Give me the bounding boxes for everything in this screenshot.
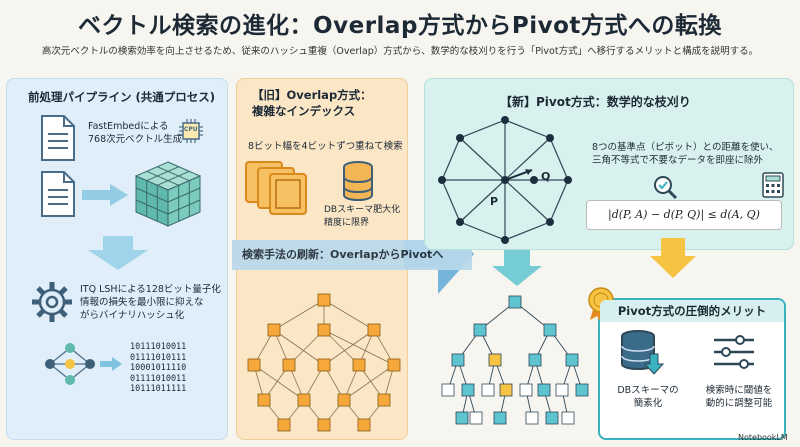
bit-row: 01111010011: [130, 373, 187, 384]
triangle-inequality-formula: |d(P, A) − d(P, Q)| ≤ d(A, Q): [586, 200, 782, 230]
itq-label: ITQ LSHによる128ビット量子化 情報の損失を最小限に抑えな がらバイナリ…: [80, 284, 221, 321]
magnifier-check-icon: [654, 176, 678, 200]
database-download-icon: [621, 330, 664, 375]
pivot-desc: 8つの基準点（ピボット）との距離を使い、 三角不等式で不要なデータを即座に除外: [592, 142, 779, 166]
merit-item-threshold: 検索時に閾値を 動的に調整可能: [705, 385, 773, 409]
page-subtitle: 高次元ベクトルの検索効率を向上させるため、従来のハッシュ重複（Overlap）方…: [41, 46, 759, 57]
gear-icon: [32, 282, 72, 322]
arrow-down-yellow-icon: [650, 238, 696, 278]
binary-hash-bits: 10111010011 01111010111 10001011110 0111…: [130, 342, 186, 395]
arrow-down-teal-icon: [492, 250, 542, 286]
db-bloat-label: DBスキーマ肥大化 精度に限界: [324, 205, 401, 228]
arrow-right-small-icon: [100, 357, 122, 371]
document-icon: [41, 115, 75, 161]
bit-row: 10111011111: [130, 384, 187, 394]
credit-label: NotebookLM: [738, 433, 788, 442]
label-p: P: [490, 195, 499, 208]
bit-row: 01111010111: [130, 352, 187, 363]
overlap-index-graph: [247, 293, 401, 432]
transition-banner: 検索手法の刷新：OverlapからPivotへ: [232, 240, 472, 270]
arrow-down-icon: [88, 236, 148, 270]
pivot-header: 【新】Pivot方式：数学的な枝刈り: [500, 95, 691, 109]
network-nodes-icon: [45, 343, 95, 385]
pivot-tree-graph: [441, 295, 589, 425]
preprocessing-header: 前処理パイプライン (共通プロセス): [28, 90, 216, 104]
database-icon: [343, 161, 373, 202]
overlap-header: 【旧】Overlap方式： 複雑なインデックス: [252, 88, 372, 118]
cpu-icon: [179, 119, 203, 143]
slider-controls-icon: [714, 335, 754, 369]
pivot-octagon-diagram: [438, 116, 572, 244]
calculator-icon: [762, 172, 784, 198]
cpu-label: CPU: [184, 126, 198, 133]
arrow-right-icon: [82, 184, 128, 206]
bit-row: 10111010011: [130, 342, 187, 352]
merit-item-schema: DBスキーマの 簡素化: [617, 385, 679, 409]
overlap-desc: 8ビット幅を4ビットずつ重ねて検索: [248, 141, 403, 152]
document-icon-2: [41, 171, 75, 217]
label-q: Q: [541, 170, 551, 183]
bit-row: 10001011110: [130, 363, 187, 373]
vector-cube-icon: [134, 161, 202, 227]
merit-header: Pivot方式の圧倒的メリット: [600, 300, 784, 322]
page-title: ベクトル検索の進化：Overlap方式からPivot方式への転換: [78, 13, 722, 39]
overlapping-blocks-icon: [245, 161, 307, 215]
fastembed-label: FastEmbedによる 768次元ベクトル生成: [88, 121, 183, 145]
